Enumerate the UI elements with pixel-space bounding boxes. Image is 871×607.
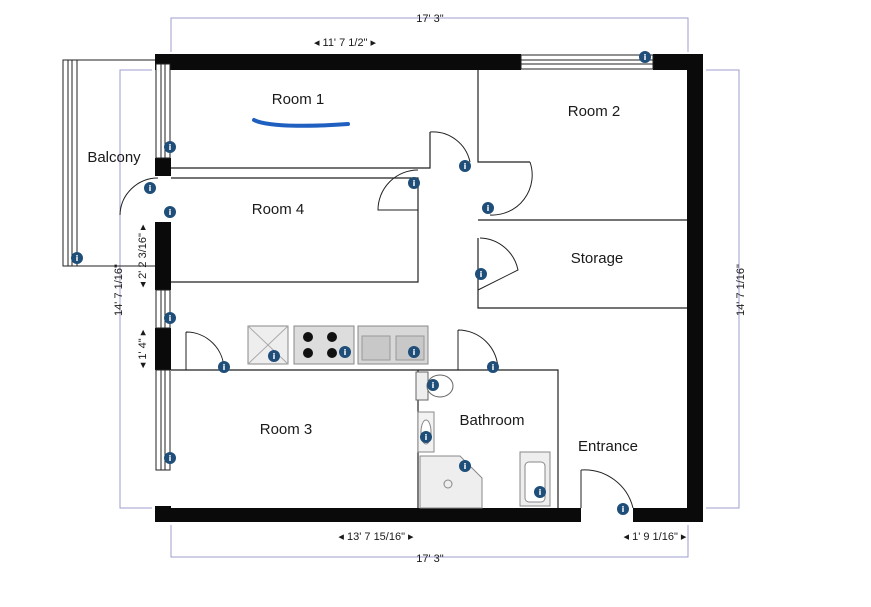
- entrance-label: Entrance: [578, 438, 638, 455]
- info-marker-icon[interactable]: i: [164, 452, 176, 464]
- info-marker-icon[interactable]: i: [164, 141, 176, 153]
- svg-text:i: i: [413, 348, 416, 357]
- svg-text:i: i: [76, 254, 79, 263]
- info-marker-icon[interactable]: i: [408, 346, 420, 358]
- info-marker-icon[interactable]: i: [639, 51, 651, 63]
- dim-top-total: 17' 3": [416, 13, 444, 25]
- dim-left-window-upper: ◂ 2' 2 3/16" ▸: [137, 224, 149, 287]
- svg-text:i: i: [464, 462, 467, 471]
- info-marker-icon[interactable]: i: [617, 503, 629, 515]
- info-marker-icon[interactable]: i: [487, 361, 499, 373]
- svg-text:i: i: [273, 352, 276, 361]
- dim-bottom-right: ◂ 1' 9 1/16" ▸: [624, 531, 687, 543]
- info-marker-icon[interactable]: i: [459, 460, 471, 472]
- svg-text:i: i: [223, 363, 226, 372]
- svg-text:i: i: [344, 348, 347, 357]
- info-marker-icon[interactable]: i: [475, 268, 487, 280]
- svg-text:i: i: [492, 363, 495, 372]
- info-marker-icon[interactable]: i: [482, 202, 494, 214]
- dim-bottom-total: 17' 3": [416, 553, 444, 565]
- dimension-labels: 17' 3" ◂ 11' 7 1/2" ▸ ◂ 13' 7 15/16" ▸ ◂…: [113, 13, 747, 565]
- dim-bottom-inner: ◂ 13' 7 15/16" ▸: [338, 531, 414, 543]
- info-marker-icon[interactable]: i: [268, 350, 280, 362]
- bathroom-fixtures: [415, 371, 551, 509]
- dimension-lines: [119, 17, 740, 558]
- info-marker-icon[interactable]: i: [71, 252, 83, 264]
- room2-label: Room 2: [568, 103, 621, 120]
- svg-text:i: i: [169, 208, 172, 217]
- room4-label: Room 4: [252, 201, 305, 218]
- balcony: [62, 59, 155, 267]
- info-marker-icon[interactable]: i: [218, 361, 230, 373]
- info-markers: i i i i i i i i i i i i i i i i i i i i i: [71, 51, 651, 515]
- dim-left-window-lower: ◂ 1' 4" ▸: [137, 329, 149, 368]
- info-marker-icon[interactable]: i: [420, 431, 432, 443]
- svg-text:i: i: [432, 381, 435, 390]
- svg-text:i: i: [622, 505, 625, 514]
- svg-text:i: i: [539, 488, 542, 497]
- top-window: [520, 54, 654, 70]
- svg-text:i: i: [464, 162, 467, 171]
- svg-text:i: i: [487, 204, 490, 213]
- info-marker-icon[interactable]: i: [534, 486, 546, 498]
- svg-text:i: i: [169, 314, 172, 323]
- room-labels: Room 1 Room 2 Room 3 Room 4 Storage Balc…: [87, 91, 638, 455]
- bathroom-label: Bathroom: [459, 412, 524, 429]
- svg-text:i: i: [480, 270, 483, 279]
- svg-text:i: i: [169, 143, 172, 152]
- svg-text:i: i: [413, 179, 416, 188]
- room3-label: Room 3: [260, 421, 313, 438]
- storage-label: Storage: [571, 250, 624, 267]
- info-marker-icon[interactable]: i: [459, 160, 471, 172]
- left-windows: [155, 63, 171, 471]
- info-marker-icon[interactable]: i: [164, 206, 176, 218]
- svg-text:i: i: [425, 433, 428, 442]
- outer-walls: [155, 54, 703, 522]
- info-marker-icon[interactable]: i: [144, 182, 156, 194]
- doors: [119, 131, 634, 509]
- dim-top-inner: ◂ 11' 7 1/2" ▸: [314, 37, 377, 49]
- balcony-label: Balcony: [87, 149, 141, 166]
- dim-left-side: 14' 7 1/16": [113, 264, 125, 316]
- svg-text:i: i: [149, 184, 152, 193]
- info-marker-icon[interactable]: i: [164, 312, 176, 324]
- dim-right-side: 14' 7 1/16": [735, 264, 747, 316]
- info-marker-icon[interactable]: i: [427, 379, 439, 391]
- svg-text:i: i: [644, 53, 647, 62]
- svg-text:i: i: [169, 454, 172, 463]
- room1-label: Room 1: [272, 91, 325, 108]
- annotation-stroke: [252, 118, 350, 128]
- info-marker-icon[interactable]: i: [408, 177, 420, 189]
- info-marker-icon[interactable]: i: [339, 346, 351, 358]
